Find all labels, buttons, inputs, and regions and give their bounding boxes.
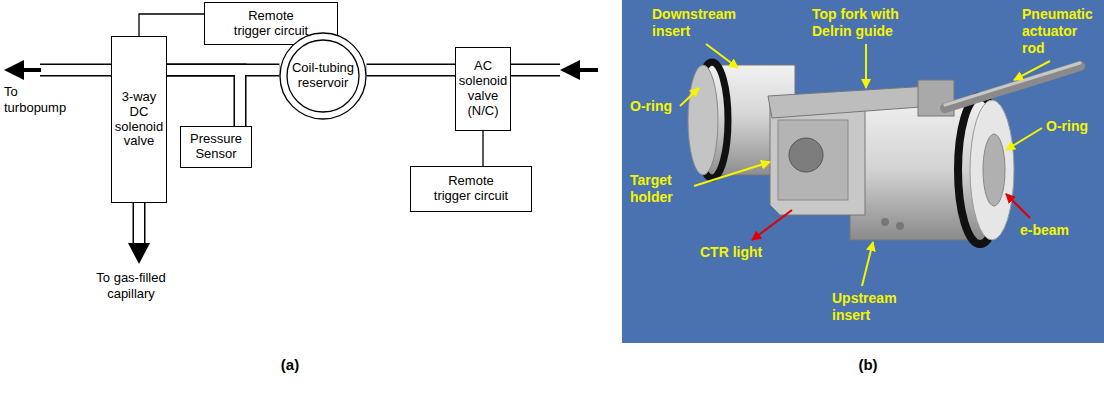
node-text: Remote trigger circuit bbox=[430, 174, 512, 204]
upstream-insert-shape bbox=[850, 96, 1014, 244]
top-fork-shape bbox=[768, 80, 954, 118]
panel-label: (a) bbox=[270, 356, 310, 374]
part-label: Top fork with Delrin guide bbox=[812, 6, 916, 40]
node-text: Coil-tubing reservoir bbox=[288, 61, 358, 91]
flow-arrow-shaft bbox=[579, 68, 598, 72]
pipe-inner bbox=[134, 203, 144, 243]
pipe-outer bbox=[133, 203, 146, 243]
flow-arrow-head bbox=[128, 243, 150, 264]
gas-pipe bbox=[367, 64, 455, 77]
flow-arrow-head bbox=[4, 60, 24, 80]
node-text: 3-way DC solenoid valve bbox=[114, 90, 164, 150]
flow-label: To turbopump bbox=[4, 84, 70, 115]
part-label: Pneumatic actuator rod bbox=[1022, 6, 1098, 56]
flow-arrow-head bbox=[560, 60, 580, 80]
signal-wire bbox=[139, 14, 204, 36]
part-label: CTR light bbox=[700, 244, 780, 261]
valve-box: AC solenoid valve (N/C) bbox=[455, 47, 511, 131]
node-text: AC solenoid valve (N/C) bbox=[458, 59, 508, 119]
pipe-inner bbox=[511, 65, 560, 75]
signal-wire bbox=[482, 131, 483, 166]
valve-box: 3-way DC solenoid valve bbox=[111, 36, 167, 203]
part-label: O-ring bbox=[630, 98, 690, 115]
node-text: Pressure Sensor bbox=[185, 132, 247, 162]
leader-lines bbox=[680, 44, 1050, 286]
pipe-inner bbox=[167, 70, 240, 126]
part-label: e-beam bbox=[1020, 222, 1080, 239]
actuator-rod-shape bbox=[945, 63, 1080, 108]
reservoir-circle: Coil-tubing reservoir bbox=[279, 32, 367, 120]
node-text: Remote trigger circuit bbox=[230, 9, 312, 39]
flow-label: To gas-filled capillary bbox=[85, 270, 177, 301]
trigger-circuit-box: Remote trigger circuit bbox=[410, 166, 532, 212]
render-background bbox=[622, 0, 1104, 343]
part-label: Upstream insert bbox=[832, 290, 912, 324]
gas-pipe bbox=[167, 70, 240, 126]
pipe-inner bbox=[367, 65, 455, 75]
panel-label: (b) bbox=[848, 356, 888, 374]
pipe-outer bbox=[511, 64, 560, 77]
pipe-outer bbox=[40, 64, 111, 77]
pipe-inner bbox=[40, 65, 111, 75]
flow-arrow-shaft bbox=[24, 68, 41, 72]
sensor-box: Pressure Sensor bbox=[180, 126, 252, 168]
part-label: Target holder bbox=[630, 172, 690, 206]
part-label: O-ring bbox=[1046, 118, 1100, 135]
part-label: Downstream insert bbox=[652, 6, 747, 40]
